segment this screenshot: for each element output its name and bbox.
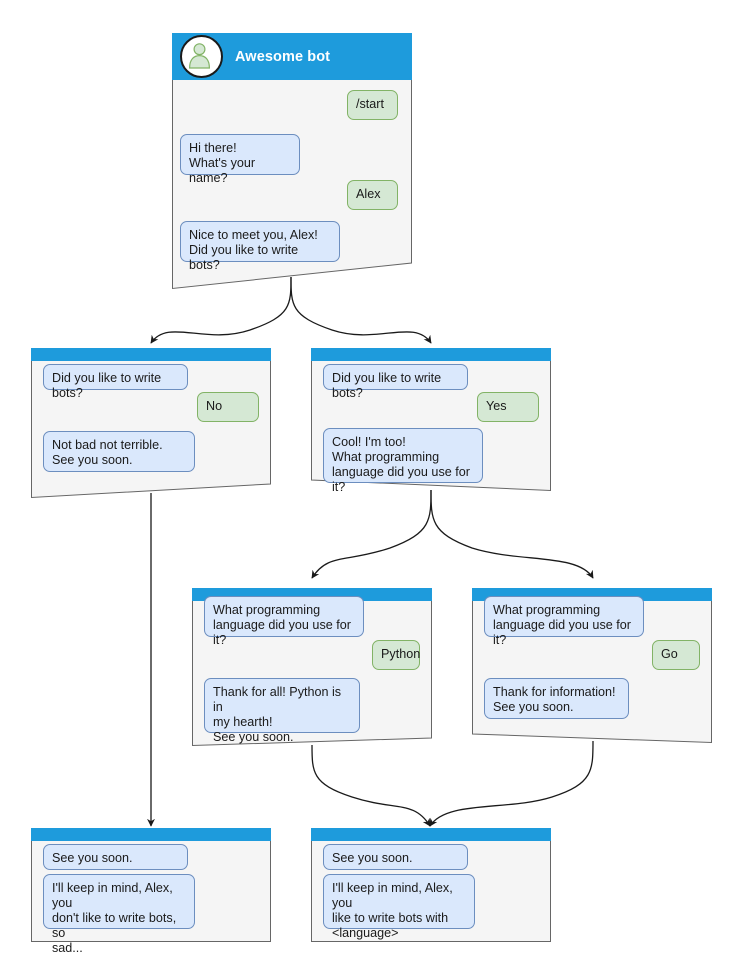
message-bubble-bot: Nice to meet you, Alex! Did you like to … [180,221,340,272]
message-bubble-bot: Thank for information! See you soon. [484,678,629,719]
chat-node-lang-python[interactable]: What programming language did you use fo… [192,588,432,747]
message-bubble-user: Alex [347,180,398,210]
message-bubble-user: Python [372,640,420,670]
message-bubble-user: /start [347,90,398,120]
user-avatar-icon [180,35,223,78]
node-header-end-sad [31,828,271,841]
chat-node-end-sad[interactable]: See you soon. I'll keep in mind, Alex, y… [31,828,271,955]
message-bubble-bot: Hi there! What's your name? [180,134,300,185]
chat-node-end-happy[interactable]: See you soon. I'll keep in mind, Alex, y… [311,828,551,942]
node-header-answer-no [31,348,271,361]
message-bubble-bot: See you soon. [43,844,188,870]
message-bubble-user: Yes [477,392,539,422]
message-bubble-bot: Thank for all! Python is in my hearth! S… [204,678,360,744]
message-bubble-bot: Cool! I'm too! What programming language… [323,428,483,494]
chat-node-start[interactable]: Awesome bot /start Hi there! What's your… [172,33,412,290]
message-bubble-bot: I'll keep in mind, Alex, you like to wri… [323,874,475,940]
chat-node-answer-yes[interactable]: Did you like to write bots? Yes Cool! I'… [311,348,551,494]
node-header-start: Awesome bot [172,33,412,80]
chat-node-lang-go[interactable]: What programming language did you use fo… [472,588,712,744]
message-bubble-bot: I'll keep in mind, Alex, you don't like … [43,874,195,955]
node-header-answer-yes [311,348,551,361]
message-bubble-user: No [197,392,259,422]
message-bubble-user: Go [652,640,700,670]
edge-lang-go-to-end-happy [429,740,594,827]
edge-answer-yes-to-lang-python [311,489,432,579]
node-header-end-happy [311,828,551,841]
message-bubble-bot: What programming language did you use fo… [204,596,364,647]
edge-lang-python-to-end-happy [311,744,431,827]
bot-title: Awesome bot [235,48,331,65]
chat-node-answer-no[interactable]: Did you like to write bots? No Not bad n… [31,348,271,499]
message-bubble-bot: See you soon. [323,844,468,870]
message-bubble-bot: Did you like to write bots? [43,364,188,400]
message-bubble-bot: What programming language did you use fo… [484,596,644,647]
message-bubble-bot: Not bad not terrible. See you soon. [43,431,195,472]
message-bubble-bot: Did you like to write bots? [323,364,468,400]
edge-answer-yes-to-lang-go [430,489,594,579]
